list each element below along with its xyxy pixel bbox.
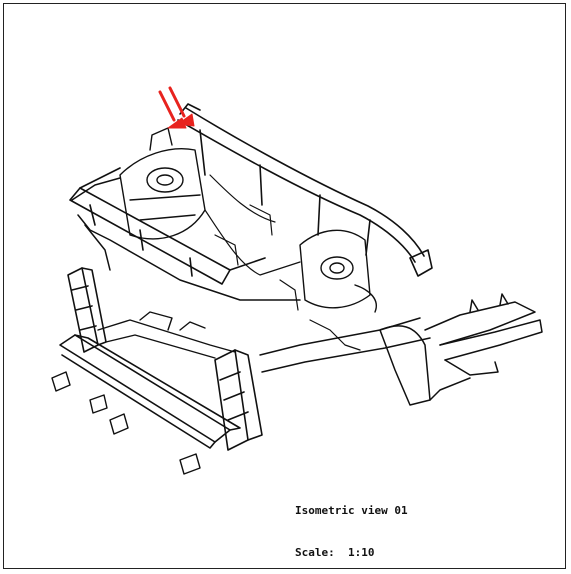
mounting-tabs <box>51 371 201 475</box>
scale-label: Scale: <box>295 546 335 559</box>
view-title: Isometric view 01 <box>295 504 408 517</box>
drawing-frame <box>3 3 566 569</box>
right-radiator-post <box>214 349 263 451</box>
scale-row: Scale: 1:10 <box>295 546 408 560</box>
view-caption: Isometric view 01 Scale: 1:10 <box>295 476 408 574</box>
upper-radiator-support <box>69 167 266 285</box>
right-shock-tower <box>299 229 377 313</box>
inner-apron-detail <box>204 174 361 351</box>
left-shock-tower <box>119 127 206 240</box>
red-double-arrow-icon <box>158 86 195 129</box>
left-upper-rail <box>71 177 301 301</box>
lower-inner-rail <box>97 311 236 359</box>
right-frame-rail <box>259 293 543 406</box>
upper-cowl-rail <box>177 103 433 277</box>
left-radiator-post <box>67 267 107 353</box>
scale-value: 1:10 <box>348 546 375 559</box>
lower-crossmember <box>59 334 241 449</box>
